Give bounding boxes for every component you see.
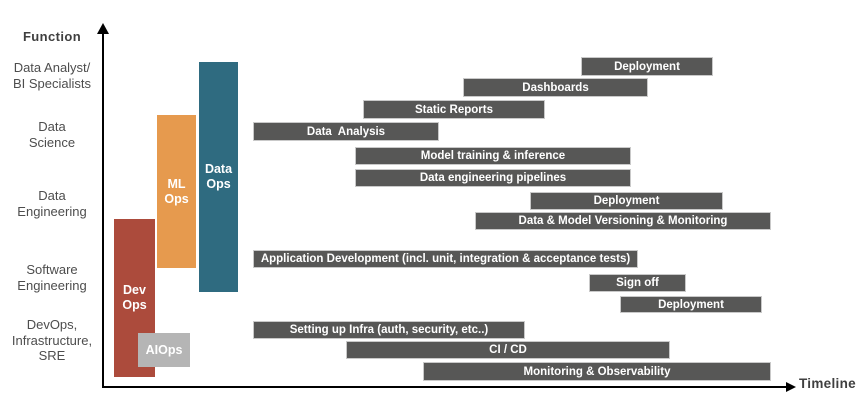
ai-ops-bar: AIOps [138,333,190,367]
activity-bar-data-model-versioning-monitoring: Data & Model Versioning & Monitoring [475,212,771,230]
ml-ops-bar: ML Ops [157,115,196,268]
deployment-bi-label: Deployment [614,60,680,73]
activity-bar-model-training-inference: Model training & inference [355,147,631,165]
deployment-data-engineering-label: Deployment [593,195,660,207]
data-model-versioning-monitoring-label: Data & Model Versioning & Monitoring [518,215,728,227]
application-development-label: Application Development (incl. unit, int… [260,253,631,265]
activity-bar-deployment-data-engineering: Deployment [530,192,723,210]
x-axis-arrow-icon [786,382,796,392]
activity-bar-ci-cd: CI / CD [346,341,670,359]
activity-bar-data-analysis: Data Analysis [253,122,439,141]
function-category-label: Software Engineering [17,262,87,293]
ml-ops-label: ML Ops [164,176,189,206]
data-ops-bar: Data Ops [199,62,238,292]
activity-bar-data-engineering-pipelines: Data engineering pipelines [355,169,631,187]
activity-bar-static-reports: Static Reports [363,100,545,119]
function-category-label: Data Analyst/ BI Specialists [12,60,92,91]
x-axis-title: Timeline [799,376,856,391]
monitoring-observability-label: Monitoring & Observability [523,365,671,378]
activity-bar-dashboards: Dashboards [463,78,648,97]
model-training-inference-label: Model training & inference [420,150,566,162]
activity-bar-application-development: Application Development (incl. unit, int… [253,250,638,268]
static-reports-label: Static Reports [415,103,493,116]
setting-up-infra-label: Setting up Infra (auth, security, etc..) [289,324,489,336]
function-category-label: Data Engineering [17,188,87,219]
ci-cd-label: CI / CD [489,344,527,356]
y-axis-arrow-icon [97,23,109,34]
data-analysis-label: Data Analysis [306,125,386,138]
activity-bar-setting-up-infra: Setting up Infra (auth, security, etc..) [253,321,525,339]
dev-ops-label: Dev Ops [122,283,147,312]
data-engineering-pipelines-label: Data engineering pipelines [419,172,567,184]
dashboards-label: Dashboards [522,81,589,94]
sign-off-label: Sign off [616,277,659,289]
activity-bar-deployment-bi: Deployment [581,57,713,76]
y-axis-title: Function [22,29,82,44]
deployment-software-engineering-label: Deployment [658,298,724,311]
x-axis-line [102,386,787,388]
data-ops-label: Data Ops [204,162,233,191]
function-category-label: DevOps, Infrastructure, SRE [11,317,93,363]
function-category-label: Data Science [28,119,76,150]
y-axis-line [102,33,104,387]
activity-bar-deployment-software-engineering: Deployment [620,296,762,313]
ai-ops-label: AIOps [145,342,183,357]
activity-bar-sign-off: Sign off [589,274,686,292]
activity-bar-monitoring-observability: Monitoring & Observability [423,362,771,381]
